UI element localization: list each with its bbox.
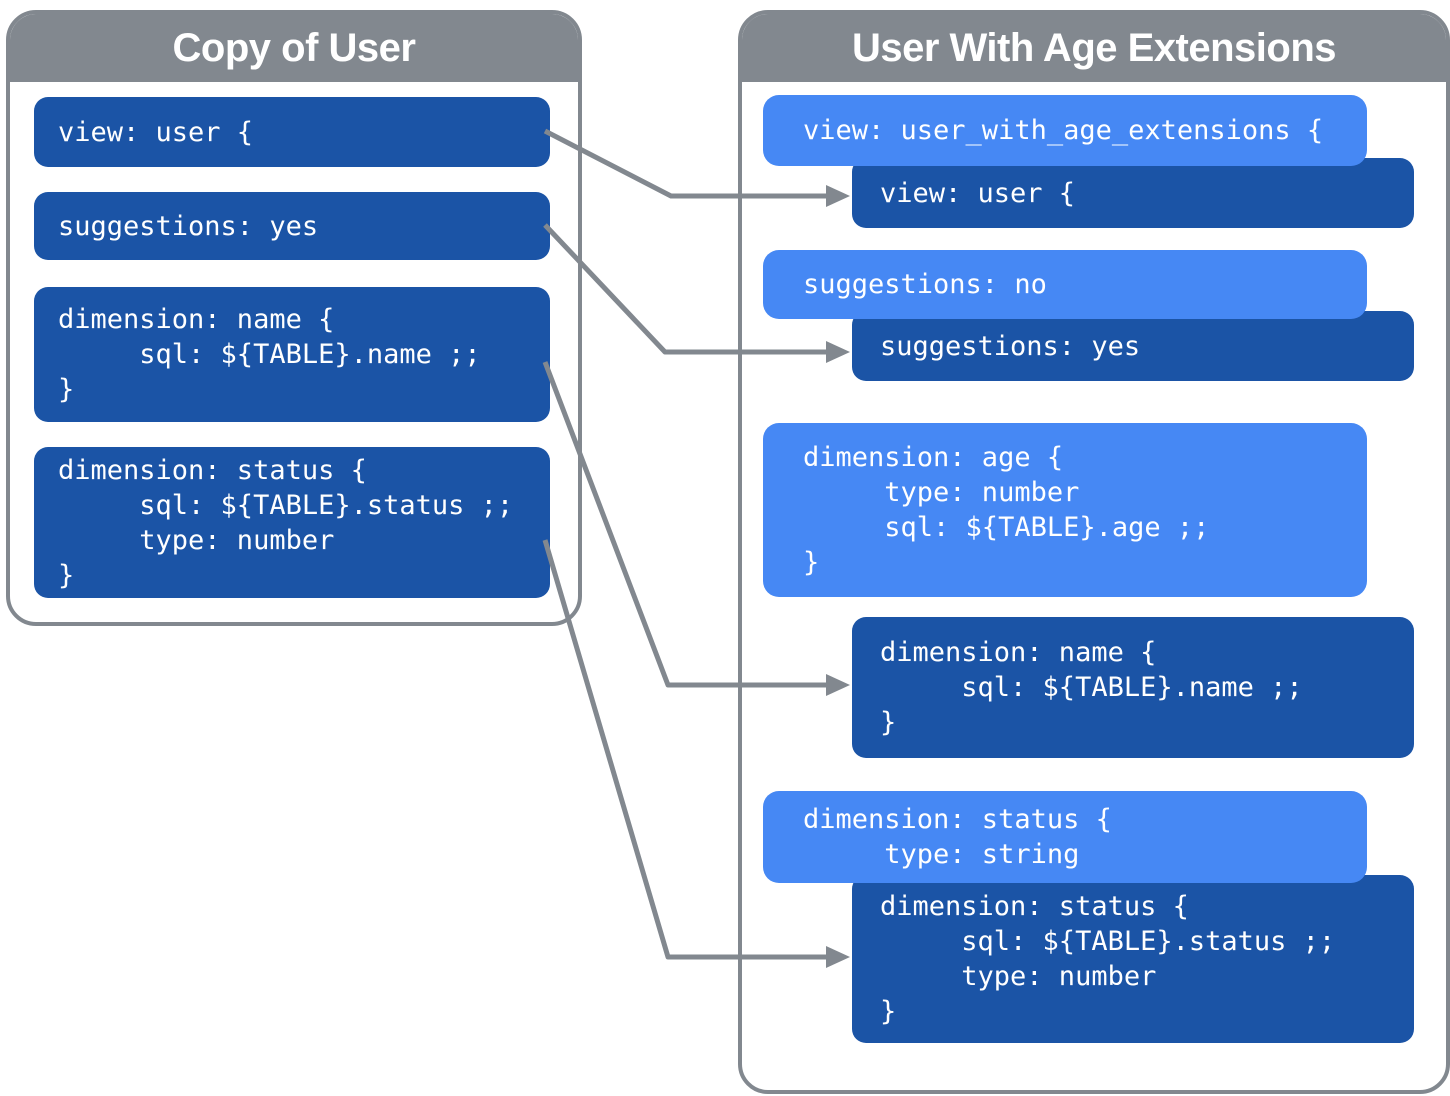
code-line: dimension: name {: [58, 304, 335, 335]
code-line: dimension: status {: [880, 891, 1189, 922]
code-line: }: [58, 559, 75, 591]
code-block-view-user-with-age-extensions: view: user_with_age_extensions {: [763, 95, 1367, 166]
code-line: suggestions: yes: [880, 330, 1141, 362]
code-line: dimension: name {: [880, 637, 1157, 668]
code-block-view-user: view: user {: [34, 97, 550, 167]
code-block-view-user-inherited: view: user {: [852, 158, 1414, 228]
code-line: }: [58, 374, 75, 405]
code-line: suggestions: no: [803, 269, 1047, 300]
code-line: type: number: [880, 961, 1157, 992]
code-line: dimension: age {: [803, 442, 1064, 473]
copy-of-user-title: Copy of User: [172, 25, 416, 70]
code-line: }: [803, 547, 820, 578]
code-line: type: number: [58, 524, 335, 556]
code-line: dimension: status {: [803, 804, 1112, 835]
code-line: sql: ${TABLE}.age ;;: [803, 512, 1210, 543]
user-with-age-extensions-title: User With Age Extensions: [851, 25, 1337, 70]
code-block-dimension-status-inherited: dimension: status { sql: ${TABLE}.status…: [852, 875, 1414, 1043]
code-line: sql: ${TABLE}.status ;;: [880, 926, 1336, 957]
copy-of-user-header: Copy of User: [10, 14, 578, 82]
code-line: type: string: [803, 839, 1080, 870]
code-block-dimension-name: dimension: name { sql: ${TABLE}.name ;; …: [34, 287, 550, 422]
code-block-dimension-status-override: dimension: status { type: string: [763, 791, 1367, 883]
code-line: suggestions: yes: [58, 210, 319, 242]
code-line: }: [880, 996, 897, 1027]
code-line: type: number: [803, 477, 1080, 508]
code-line: view: user {: [880, 177, 1076, 209]
code-line: }: [880, 707, 897, 738]
code-block-suggestions-yes: suggestions: yes: [34, 192, 550, 260]
code-line: dimension: status {: [58, 454, 367, 486]
code-block-dimension-status: dimension: status { sql: ${TABLE}.status…: [34, 447, 550, 598]
code-line: view: user_with_age_extensions {: [803, 115, 1324, 146]
code-block-suggestions-yes-inherited: suggestions: yes: [852, 311, 1414, 381]
code-block-dimension-name-inherited: dimension: name { sql: ${TABLE}.name ;; …: [852, 617, 1414, 758]
code-block-suggestions-no: suggestions: no: [763, 250, 1367, 319]
code-line: sql: ${TABLE}.status ;;: [58, 489, 514, 521]
code-block-dimension-age: dimension: age { type: number sql: ${TAB…: [763, 423, 1367, 597]
code-line: sql: ${TABLE}.name ;;: [880, 672, 1303, 703]
code-line: view: user {: [58, 116, 254, 148]
user-with-age-extensions-header: User With Age Extensions: [742, 14, 1446, 82]
code-line: sql: ${TABLE}.name ;;: [58, 339, 481, 370]
